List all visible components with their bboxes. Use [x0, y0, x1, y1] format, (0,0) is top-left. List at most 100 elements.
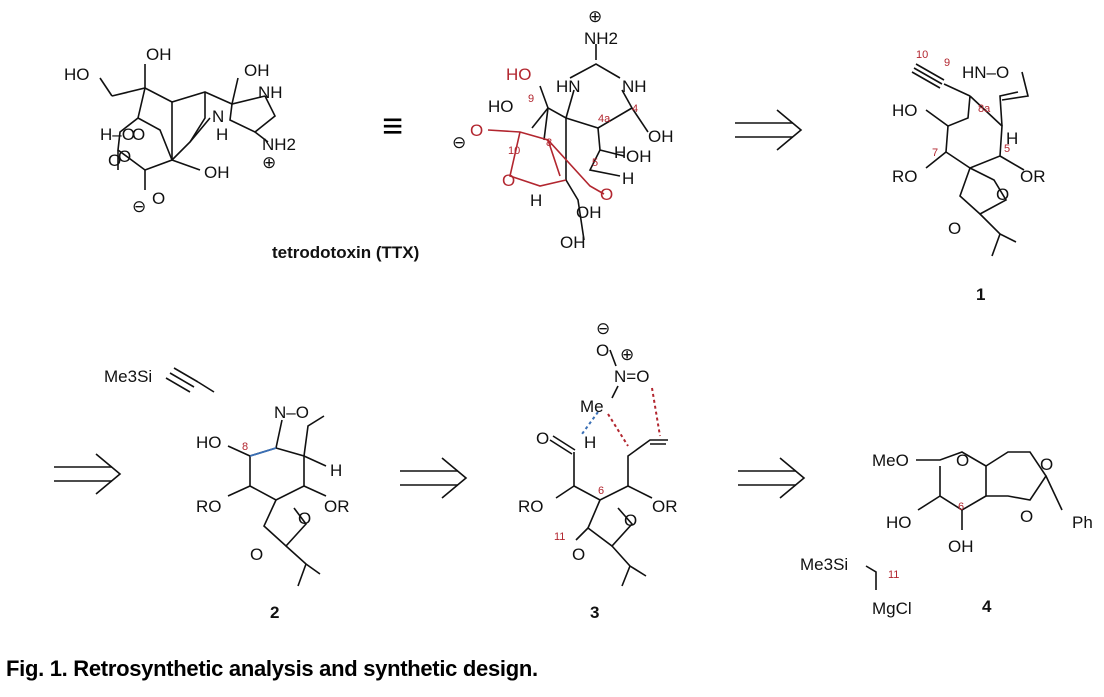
ttx-3d-structure — [531, 44, 649, 241]
atom-h: H — [1006, 129, 1018, 148]
atom-o: O — [948, 219, 961, 238]
compound-4-structure — [865, 451, 1063, 590]
atom-ro: RO — [892, 167, 918, 186]
blue-bond — [249, 447, 277, 457]
atom-h: H — [530, 191, 542, 210]
position-number: 9 — [944, 57, 950, 69]
position-number: 4a — [598, 113, 611, 125]
charge-minus: ⊖ — [596, 319, 610, 338]
atom-o: O — [132, 125, 145, 144]
atom-nh2: NH2 — [584, 29, 618, 48]
equivalence-symbol: ≡ — [382, 105, 403, 146]
atom-o: O — [108, 151, 121, 170]
compound-3-structure — [549, 349, 668, 587]
position-number: 10 — [508, 145, 520, 157]
atom-h: H — [614, 143, 626, 162]
position-number: 6 — [958, 501, 964, 513]
atom-o: O — [502, 171, 515, 190]
compound-1-atoms: HN–O HO H RO OR O O 10 9 8a 7 5 — [892, 49, 1046, 238]
ttx-label: tetrodotoxin (TTX) — [272, 243, 419, 262]
position-number: 9 — [528, 93, 534, 105]
atom-o: O — [956, 451, 969, 470]
atom-o: O — [250, 545, 263, 564]
ttx-3d-atoms: ⊕ NH2 HO HN NH HO OH O OH H H O O H OH O… — [452, 7, 674, 252]
atom-me: Me — [580, 397, 604, 416]
figure-caption: Fig. 1. Retrosynthetic analysis and synt… — [6, 656, 538, 681]
compound-1-structure — [911, 63, 1029, 257]
compound-3-label: 3 — [590, 603, 599, 622]
atom-hn-o: HN–O — [962, 63, 1009, 82]
atom-oh: OH — [146, 45, 172, 64]
charge-plus: ⊕ — [262, 153, 276, 172]
compound-4-label: 4 — [982, 597, 992, 616]
retro-arrow — [53, 453, 121, 495]
atom-hn: HN — [556, 77, 581, 96]
atom-nh2: NH2 — [262, 135, 296, 154]
charge-plus: ⊕ — [620, 345, 634, 364]
position-number: 11 — [888, 569, 899, 581]
position-number: 4 — [632, 103, 638, 115]
ttx-flat-atoms: OH HO OH NH H–O O N H NH2 O OH O O ⊕ ⊖ — [64, 45, 296, 216]
atom-o: O — [118, 147, 131, 166]
atom-ho: HO — [886, 513, 912, 532]
position-number: 7 — [932, 147, 938, 159]
retro-arrow — [737, 457, 805, 499]
atom-ro: RO — [196, 497, 222, 516]
atom-n-o: N–O — [274, 403, 309, 422]
atom-h-o: H–O — [100, 125, 135, 144]
atom-o: O — [624, 511, 637, 530]
atom-nh: NH — [258, 83, 283, 102]
atom-h: H — [330, 461, 342, 480]
atom-or: OR — [324, 497, 350, 516]
atom-n: N — [212, 107, 224, 126]
position-number: 11 — [554, 531, 565, 543]
compound-3-dashed-interactions — [581, 387, 661, 447]
atom-ho: HO — [892, 101, 918, 120]
atom-h: H — [216, 125, 228, 144]
atom-o: O — [600, 185, 613, 204]
bond — [227, 445, 251, 457]
reagent-tms: Me3Si — [104, 367, 152, 386]
atom-o: O — [152, 189, 165, 208]
atom-oh: OH — [560, 233, 586, 252]
atom-or: OR — [1020, 167, 1046, 186]
retro-arrow — [734, 109, 802, 151]
charge-minus: ⊖ — [452, 133, 466, 152]
position-number: 5 — [592, 157, 598, 169]
atom-ho: HO — [64, 65, 90, 84]
position-number: 5 — [1004, 143, 1010, 155]
atom-oh: OH — [204, 163, 230, 182]
position-number: 8 — [242, 441, 248, 453]
compound-2-structure — [165, 367, 327, 587]
atom-o: O — [536, 429, 549, 448]
atom-o: O — [1040, 455, 1053, 474]
atom-ro: RO — [518, 497, 544, 516]
atom-oh: OH — [626, 147, 652, 166]
atom-o: O — [298, 509, 311, 528]
reagent-mgcl: MgCl — [872, 599, 912, 618]
atom-oh: OH — [244, 61, 270, 80]
position-number: 6 — [598, 485, 604, 497]
atom-oh: OH — [648, 127, 674, 146]
retro-arrow — [399, 457, 467, 499]
atom-o: O — [572, 545, 585, 564]
atom-o: O — [470, 121, 483, 140]
ttx-flat-structure — [99, 64, 277, 190]
atom-n-o: N=O — [614, 367, 649, 386]
reagent-tms: Me3Si — [800, 555, 848, 574]
atom-o: O — [596, 341, 609, 360]
atom-ho: HO — [506, 65, 532, 84]
atom-nh: NH — [622, 77, 647, 96]
atom-ho: HO — [196, 433, 222, 452]
compound-2-label: 2 — [270, 603, 279, 622]
ttx-3d-red-bonds — [487, 129, 605, 195]
atom-o: O — [1020, 507, 1033, 526]
atom-h: H — [622, 169, 634, 188]
position-number: 10 — [916, 49, 928, 61]
atom-ho: HO — [488, 97, 514, 116]
compound-3-atoms: ⊖ O ⊕ N=O Me O H RO OR O O 6 11 — [518, 319, 678, 564]
atom-oh: OH — [576, 203, 602, 222]
atom-meo: MeO — [872, 451, 909, 470]
atom-or: OR — [652, 497, 678, 516]
